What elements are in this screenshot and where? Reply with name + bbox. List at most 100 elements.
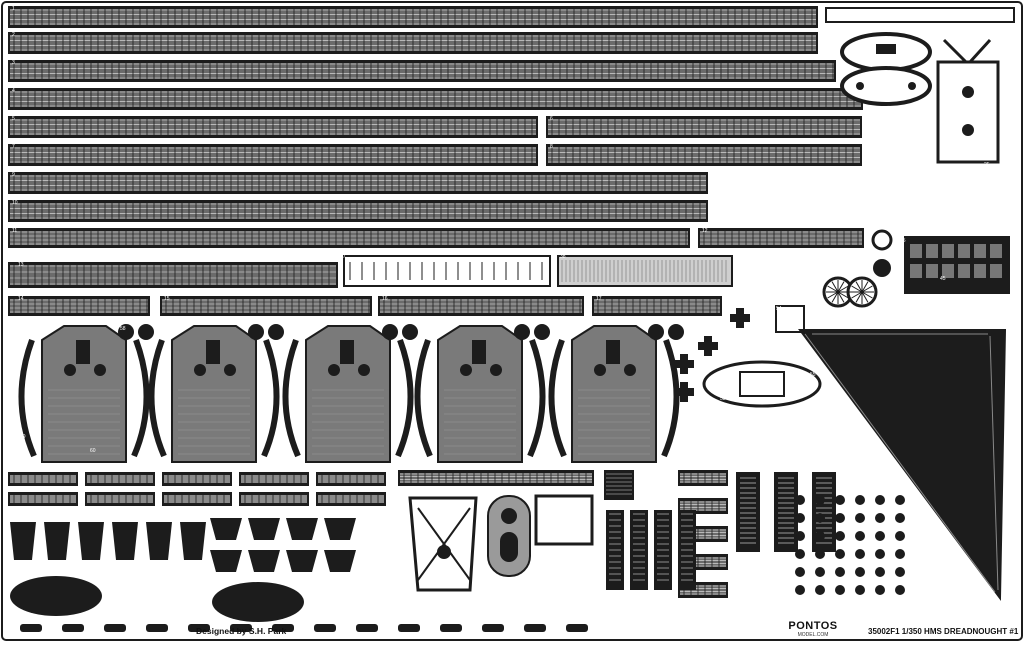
railing-strip — [8, 116, 538, 138]
part-number-label: 58 — [120, 326, 126, 332]
hatch-part — [324, 518, 356, 540]
brand-logo: PONTOS MODEL.COM — [784, 620, 842, 642]
part-number-label: 1 — [12, 6, 15, 12]
railing-strip — [162, 492, 232, 506]
part-number-label: 21 — [1000, 32, 1006, 38]
brand-site: MODEL.COM — [797, 632, 829, 638]
small-part — [795, 531, 805, 541]
part-number-label: 13 — [18, 262, 24, 268]
wheel-part — [873, 259, 891, 277]
small-part — [795, 513, 805, 523]
bucket-part — [112, 522, 138, 560]
small-part — [815, 495, 825, 505]
small-part — [356, 624, 378, 632]
part-number-label: 31 — [904, 182, 910, 188]
hatch-part — [324, 550, 356, 572]
hatch-part — [210, 550, 242, 572]
part-number-label: 18 — [818, 8, 824, 14]
small-part — [855, 513, 865, 523]
small-part — [524, 624, 546, 632]
part-number-label: 6 — [550, 116, 553, 122]
part-number-label: 27 — [796, 174, 802, 180]
railing-strip — [8, 492, 78, 506]
frame-part — [825, 7, 1015, 23]
part-number-label: 45 — [940, 276, 946, 282]
part-number-label: 32 — [910, 216, 916, 222]
small-part — [835, 549, 845, 559]
railing-strip — [698, 228, 864, 248]
frame-part — [775, 305, 805, 333]
small-part — [835, 531, 845, 541]
railing-strip — [8, 228, 690, 248]
small-part — [835, 567, 845, 577]
small-part — [104, 624, 126, 632]
part-number-label: 11 — [12, 228, 17, 234]
railing-strip — [85, 472, 155, 486]
railing-strip — [8, 60, 836, 82]
part-number-label: 44 — [892, 272, 898, 278]
ladder-part — [812, 472, 836, 552]
small-part — [895, 531, 905, 541]
deck-plate-part — [148, 324, 284, 463]
small-part — [482, 624, 504, 632]
part-number-label: 19 — [840, 36, 846, 42]
small-part — [855, 495, 865, 505]
railing-strip — [162, 472, 232, 486]
small-part — [272, 624, 294, 632]
railing-strip — [8, 472, 78, 486]
part-number-label: 9 — [12, 172, 15, 178]
part-number-label: 20 — [966, 32, 972, 38]
part-number-label: 2 — [12, 32, 15, 38]
bucket-part — [180, 522, 206, 560]
railing-strip — [239, 472, 309, 486]
small-part — [875, 567, 885, 577]
part-number-label: 48 — [1008, 348, 1014, 354]
railing-strip — [8, 88, 863, 110]
part-number-label: 38 — [560, 254, 566, 260]
railing-strip — [85, 492, 155, 506]
part-number-label: 54 — [776, 306, 782, 312]
part-number-label: 24 — [1004, 132, 1010, 138]
hatch-part — [286, 518, 318, 540]
small-part — [835, 513, 845, 523]
small-part — [230, 624, 252, 632]
part-number-label: 25 — [984, 162, 990, 168]
railing-strip — [8, 296, 150, 316]
hatch-part — [248, 518, 280, 540]
small-part — [895, 513, 905, 523]
small-part — [314, 624, 336, 632]
part-number-label: 36 — [996, 232, 1002, 238]
railing-strip — [316, 472, 386, 486]
railing-strip — [592, 296, 722, 316]
small-part — [815, 567, 825, 577]
railing-strip — [546, 144, 862, 166]
ladder-part — [736, 472, 760, 552]
designer-credit: Designed by S.H. Park — [196, 626, 287, 636]
railing-strip — [8, 200, 708, 222]
deck-plate-part — [548, 324, 684, 463]
small-part — [835, 585, 845, 595]
small-part — [566, 624, 588, 632]
small-part — [20, 624, 42, 632]
part-number-label: 52 — [706, 356, 712, 362]
small-part — [895, 585, 905, 595]
frame-part — [534, 494, 594, 546]
part-number-label: 8 — [550, 144, 553, 150]
product-title: 35002F1 1/350 HMS DREADNOUGHT #1 — [868, 627, 1019, 636]
railing-strip — [546, 116, 862, 138]
part-number-label: 22 — [1004, 82, 1010, 88]
part-number-label: 5 — [12, 116, 15, 122]
railing-strips — [8, 6, 864, 598]
part-number-label: 42 — [812, 262, 818, 268]
grille-part — [604, 470, 634, 500]
deck-plate-part — [414, 324, 550, 463]
part-number-label: 30 — [864, 212, 870, 218]
bucket-part — [10, 522, 36, 560]
deck-plate-part — [282, 324, 418, 463]
railing-strip — [8, 262, 338, 288]
hatch-part — [248, 550, 280, 572]
oval-part — [10, 576, 102, 616]
small-part — [815, 531, 825, 541]
